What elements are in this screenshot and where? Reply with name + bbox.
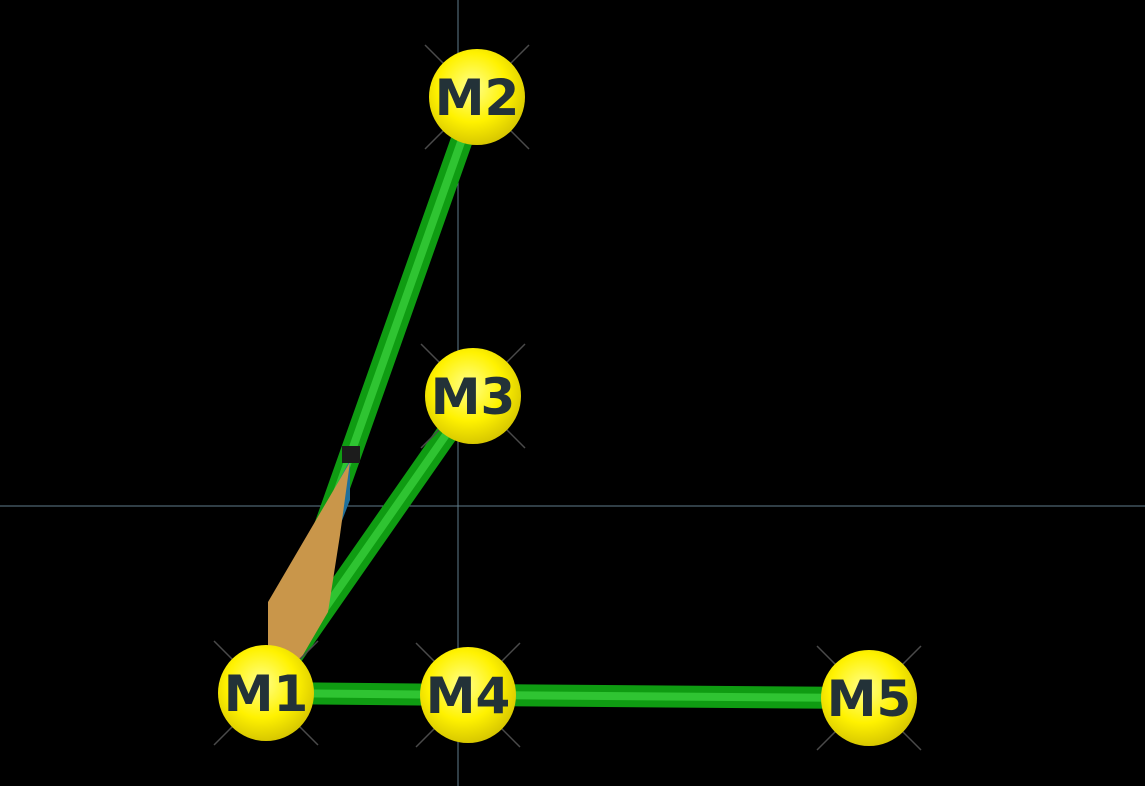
probe-tip-marker (342, 446, 360, 463)
node-sphere (821, 650, 917, 746)
node-label: M1 (224, 665, 309, 723)
node-sphere (429, 49, 525, 145)
edge-highlight-m4-m5 (464, 691, 873, 702)
node-m1[interactable]: M1 (213, 640, 319, 746)
node-label: M4 (426, 667, 511, 725)
edge-layer (255, 86, 880, 709)
node-m2[interactable]: M2 (424, 44, 530, 150)
node-label: M2 (435, 69, 520, 127)
node-sphere (218, 645, 314, 741)
probe-shape (268, 446, 360, 660)
probe-body (268, 462, 350, 660)
node-m3[interactable]: M3 (420, 343, 526, 449)
node-label: M5 (827, 670, 912, 728)
node-m4[interactable]: M4 (415, 642, 521, 748)
node-label: M3 (431, 368, 516, 426)
node-m5[interactable]: M5 (816, 645, 922, 751)
node-sphere (420, 647, 516, 743)
node-sphere (425, 348, 521, 444)
